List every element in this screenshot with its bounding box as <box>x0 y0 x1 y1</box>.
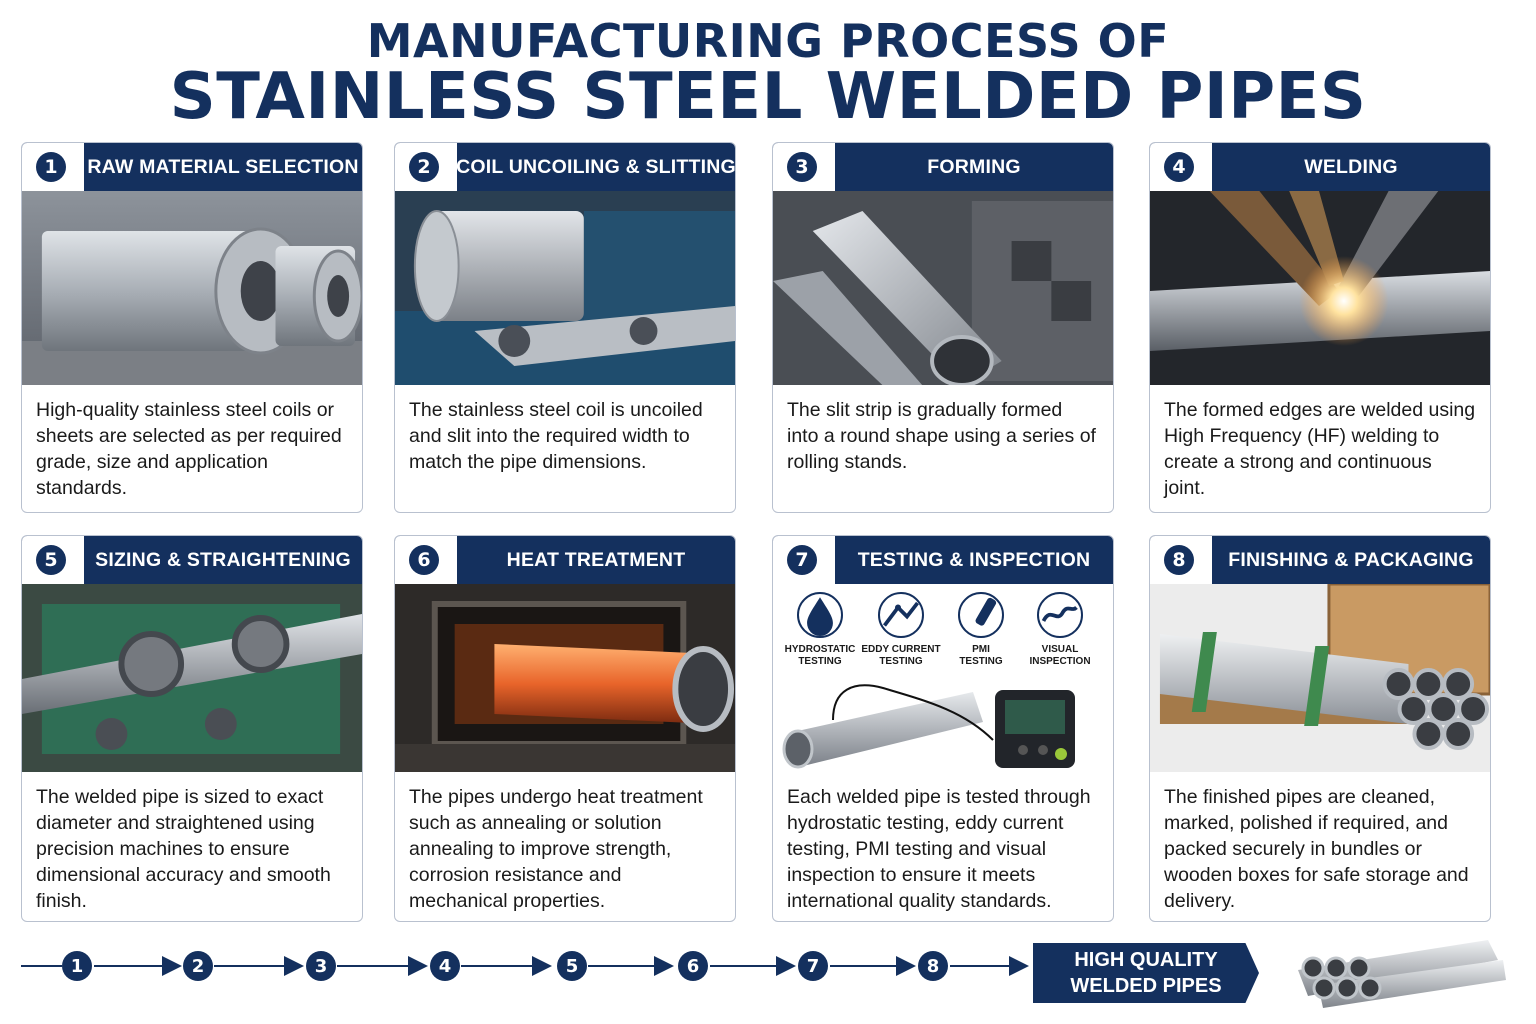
step-card-6: 6 HEAT TREATMENT The pipes undergo heat … <box>394 535 736 922</box>
step-card-7: 7 TESTING & INSPECTION HYDROSTATIC TESTI… <box>772 535 1114 922</box>
flow-step-1: 1 <box>62 951 92 981</box>
step-title: RAW MATERIAL SELECTION <box>87 155 359 178</box>
step-card-1: 1 RAW MATERIAL SELECTION High-quality st… <box>21 142 363 513</box>
final-banner-line2: WELDED PIPES <box>1070 975 1222 997</box>
step-number: 8 <box>1164 545 1194 575</box>
test-label-line1: HYDROSTATIC <box>784 644 856 655</box>
test-item-eddy-current: EDDY CURRENT TESTING <box>861 592 941 668</box>
rolling-stands-image <box>773 191 1113 385</box>
step-card-8: 8 FINISHING & PACKAGING The finished pip… <box>1149 535 1491 922</box>
step-number: 7 <box>787 545 817 575</box>
flow-step-4: 4 <box>430 951 460 981</box>
step-header: 4 WELDING <box>1150 143 1490 191</box>
flow-step-6: 6 <box>678 951 708 981</box>
step-description: Each welded pipe is tested through hydro… <box>787 786 1091 912</box>
step-description: The slit strip is gradually formed into … <box>787 399 1096 473</box>
step-description: High-quality stainless steel coils or sh… <box>36 399 342 499</box>
step-title: TESTING & INSPECTION <box>857 548 1091 571</box>
step-description: The pipes undergo heat treatment such as… <box>409 786 703 912</box>
step-title: HEAT TREATMENT <box>506 548 686 571</box>
step-title: COIL UNCOILING & SLITTING <box>456 155 736 178</box>
page-title-line1: MANUFACTURING PROCESS OF <box>366 14 1170 68</box>
bundled-pipes-image <box>1150 584 1490 772</box>
final-banner-line1: HIGH QUALITY <box>1074 949 1218 971</box>
flow-step-2: 2 <box>183 951 213 981</box>
ultrasonic-tester-image <box>782 684 1075 769</box>
final-product-banner: HIGH QUALITY WELDED PIPES <box>1033 943 1259 1003</box>
step-header: 5 SIZING & STRAIGHTENING <box>22 536 362 584</box>
test-label-line2: INSPECTION <box>1029 656 1091 667</box>
step-header: 6 HEAT TREATMENT <box>395 536 735 584</box>
finished-pipes-image <box>1298 940 1506 1008</box>
flow-step-7: 7 <box>798 951 828 981</box>
step-header: 8 FINISHING & PACKAGING <box>1150 536 1490 584</box>
water-drop-icon <box>797 592 843 638</box>
flow-step-8: 8 <box>918 951 948 981</box>
step-title: FORMING <box>927 155 1021 178</box>
step-card-3: 3 FORMING The slit strip is gradually fo… <box>772 142 1114 513</box>
test-item-visual: VISUAL INSPECTION <box>1019 592 1101 668</box>
steel-coils-image <box>22 191 362 385</box>
eddy-current-icon <box>878 592 924 638</box>
step-number: 1 <box>36 152 66 182</box>
step-title: FINISHING & PACKAGING <box>1228 548 1474 571</box>
step-header: 3 FORMING <box>773 143 1113 191</box>
step-card-5: 5 SIZING & STRAIGHTENING The welded pipe… <box>21 535 363 922</box>
step-number: 6 <box>409 545 439 575</box>
test-label-line2: TESTING <box>959 656 1003 667</box>
step-number: 5 <box>36 545 66 575</box>
process-flow-arrows <box>21 956 1029 976</box>
step-header: 2 COIL UNCOILING & SLITTING <box>395 143 735 191</box>
testing-image: HYDROSTATIC TESTING EDDY CURRENT TESTING <box>773 584 1113 772</box>
step-card-4: 4 WELDING The formed edges are welded us… <box>1149 142 1491 513</box>
sizing-machine-image <box>22 584 362 772</box>
pmi-gun-icon <box>958 592 1004 638</box>
step-header: 1 RAW MATERIAL SELECTION <box>22 143 362 191</box>
step-description: The stainless steel coil is uncoiled and… <box>409 399 703 473</box>
step-card-2: 2 COIL UNCOILING & SLITTING The stainles… <box>394 142 736 513</box>
hf-welding-image <box>1150 191 1490 385</box>
test-item-hydrostatic: HYDROSTATIC TESTING <box>781 592 859 668</box>
test-label-line2: TESTING <box>879 656 923 667</box>
step-description: The welded pipe is sized to exact diamet… <box>36 786 331 912</box>
flow-step-3: 3 <box>306 951 336 981</box>
step-title: WELDING <box>1304 155 1398 178</box>
test-label-line2: TESTING <box>798 656 842 667</box>
visual-check-icon <box>1037 592 1083 638</box>
furnace-image <box>395 584 735 772</box>
step-description: The finished pipes are cleaned, marked, … <box>1164 786 1469 912</box>
flow-step-5: 5 <box>557 951 587 981</box>
step-number: 3 <box>787 152 817 182</box>
step-number: 4 <box>1164 152 1194 182</box>
step-header: 7 TESTING & INSPECTION <box>773 536 1113 584</box>
step-description: The formed edges are welded using High F… <box>1164 399 1476 499</box>
page-title-line2: STAINLESS STEEL WELDED PIPES <box>169 60 1367 134</box>
test-label-line1: EDDY CURRENT <box>861 644 941 655</box>
step-number: 2 <box>409 152 439 182</box>
test-item-pmi: PMI TESTING <box>943 592 1019 668</box>
uncoiling-machine-image <box>395 191 735 385</box>
test-label-line1: VISUAL <box>1041 644 1079 655</box>
test-label-line1: PMI <box>972 644 990 655</box>
step-title: SIZING & STRAIGHTENING <box>95 548 351 571</box>
